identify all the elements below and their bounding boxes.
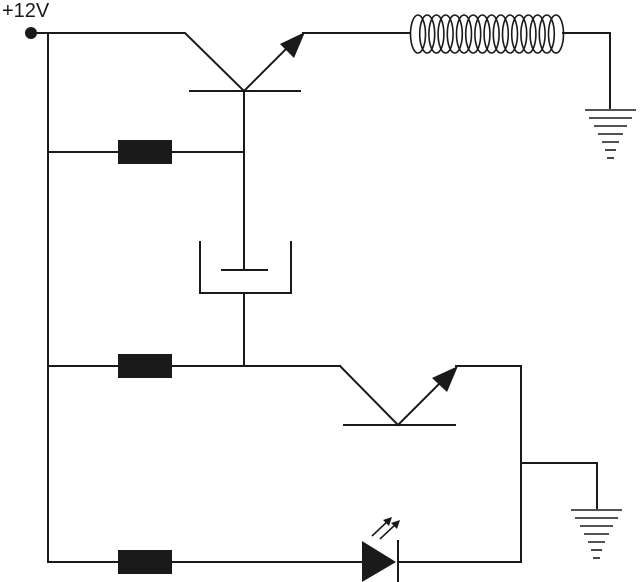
capacitor-bottom-plate bbox=[199, 241, 292, 294]
wire-coil-to-upper-ground bbox=[562, 32, 611, 109]
supply-voltage-label: +12V bbox=[2, 0, 50, 22]
ground-lower bbox=[571, 509, 622, 559]
wire-q2-collector bbox=[338, 364, 400, 427]
led bbox=[362, 517, 400, 582]
wire-supply-to-q1-collector bbox=[30, 32, 246, 93]
q2-emitter-arrow bbox=[432, 366, 458, 392]
ground-upper bbox=[585, 109, 636, 159]
wire-q2-emitter-rail bbox=[455, 365, 522, 563]
emission-arrow-1-head bbox=[383, 517, 392, 526]
transistor-q1 bbox=[189, 32, 305, 93]
coil-loop bbox=[483, 14, 500, 54]
led-triangle bbox=[362, 541, 396, 582]
coil-loop bbox=[437, 14, 454, 54]
emission-arrow-2-head bbox=[391, 520, 400, 529]
wire-to-lower-ground bbox=[520, 462, 598, 509]
coil-loop bbox=[428, 14, 445, 54]
coil-loop bbox=[455, 14, 473, 54]
q1-emitter-lead bbox=[242, 45, 290, 93]
light-emission-arrows-icon bbox=[371, 517, 400, 540]
transistor-q2 bbox=[343, 366, 458, 427]
resistor-r3 bbox=[118, 550, 172, 574]
wiring bbox=[30, 32, 611, 563]
coil-loop bbox=[501, 14, 519, 54]
coil-loop bbox=[409, 14, 427, 54]
q1-emitter-arrow bbox=[280, 32, 305, 58]
coil-inductor bbox=[409, 14, 565, 54]
coil-loop bbox=[464, 14, 482, 54]
coil-loop bbox=[529, 14, 546, 54]
coil-loop bbox=[510, 14, 528, 54]
resistor-r2 bbox=[118, 354, 172, 378]
coil-loop bbox=[538, 14, 556, 54]
coil-loop bbox=[418, 14, 436, 54]
coil-loop bbox=[474, 14, 491, 54]
coil-loop bbox=[520, 14, 537, 54]
capacitor bbox=[199, 241, 292, 294]
q2-emitter-lead bbox=[396, 379, 444, 427]
coil-loop bbox=[446, 14, 464, 54]
coil-loop bbox=[492, 14, 510, 54]
resistor-r1 bbox=[118, 140, 172, 164]
coil-loop bbox=[547, 14, 565, 54]
